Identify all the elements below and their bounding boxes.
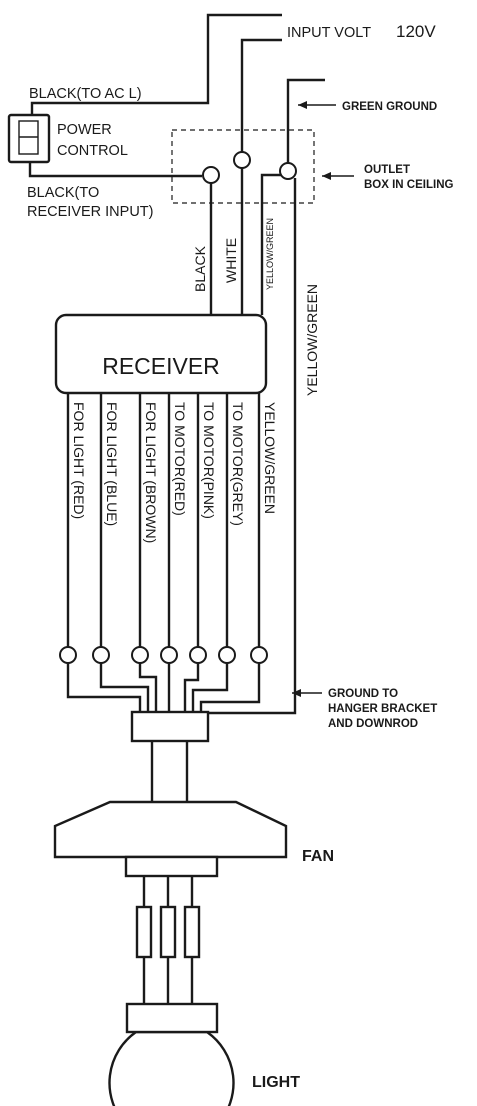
black-ac-label: BLACK(TO AC L)	[29, 86, 142, 102]
green-ground-arrow-icon	[298, 101, 307, 109]
yellow-green-small-label: YELLOW/GREEN	[265, 218, 275, 290]
black-receiver-label-1: BLACK(TO	[27, 185, 99, 201]
ground-label-1: GROUND TO	[328, 688, 398, 700]
power-label: POWER	[57, 122, 112, 138]
light-wire-sleeve-3	[183, 905, 201, 959]
output-label-motor-grey: TO MOTOR(GREY)	[230, 402, 246, 526]
output-wires	[66, 393, 261, 647]
light-wire-sleeve-2	[159, 905, 177, 959]
white-terminal	[233, 151, 251, 169]
black-wire-label: BLACK	[192, 245, 208, 292]
output-label-yellow-green: YELLOW/GREEN	[262, 402, 278, 514]
receiver-box	[54, 313, 268, 395]
receiver-label: RECEIVER	[102, 353, 220, 379]
connector-wires	[66, 300, 297, 715]
output-label-motor-red: TO MOTOR(RED)	[172, 402, 188, 516]
black-ac-wire	[30, 13, 282, 115]
outlet-arrow-icon	[322, 172, 331, 180]
input-volt-label: INPUT VOLT	[287, 25, 371, 41]
yellow-green-wire-small	[260, 173, 281, 315]
light-globe	[108, 1030, 235, 1106]
green-ground-label: GREEN GROUND	[342, 101, 437, 113]
yellow-green-big-label: YELLOW/GREEN	[304, 284, 320, 396]
fan-canopy	[53, 800, 288, 859]
ground-label-2: HANGER BRACKET	[328, 703, 437, 715]
black-receiver-wire	[28, 162, 202, 178]
ground-arrow-icon	[292, 689, 301, 697]
green-ground-wire	[286, 78, 325, 163]
light-socket	[125, 1002, 219, 1034]
output-label-light-red: FOR LIGHT (RED)	[71, 402, 87, 519]
output-label-light-blue: FOR LIGHT (BLUE)	[104, 402, 120, 526]
fan-label: FAN	[302, 848, 334, 865]
white-wire-label: WHITE	[223, 238, 239, 283]
power-control-switch	[7, 113, 51, 164]
light-wire-sleeve-1	[135, 905, 153, 959]
outlet-label-2: BOX IN CEILING	[364, 179, 454, 191]
ground-label-3: AND DOWNROD	[328, 718, 418, 730]
fan-motor-base	[124, 855, 219, 878]
light-label: LIGHT	[252, 1074, 300, 1091]
output-label-light-brown: FOR LIGHT (BROWN)	[143, 402, 159, 543]
output-terminals	[59, 646, 268, 664]
white-input-wire	[240, 38, 282, 152]
control-label: CONTROL	[57, 143, 128, 159]
outlet-label-1: OUTLET	[364, 164, 410, 176]
black-terminal	[202, 166, 220, 184]
output-label-motor-pink: TO MOTOR(PINK)	[201, 402, 217, 519]
ground-terminal	[279, 162, 297, 180]
connector-block	[130, 710, 210, 743]
black-receiver-label-2: RECEIVER INPUT)	[27, 204, 154, 220]
input-volt-value: 120V	[396, 22, 436, 41]
